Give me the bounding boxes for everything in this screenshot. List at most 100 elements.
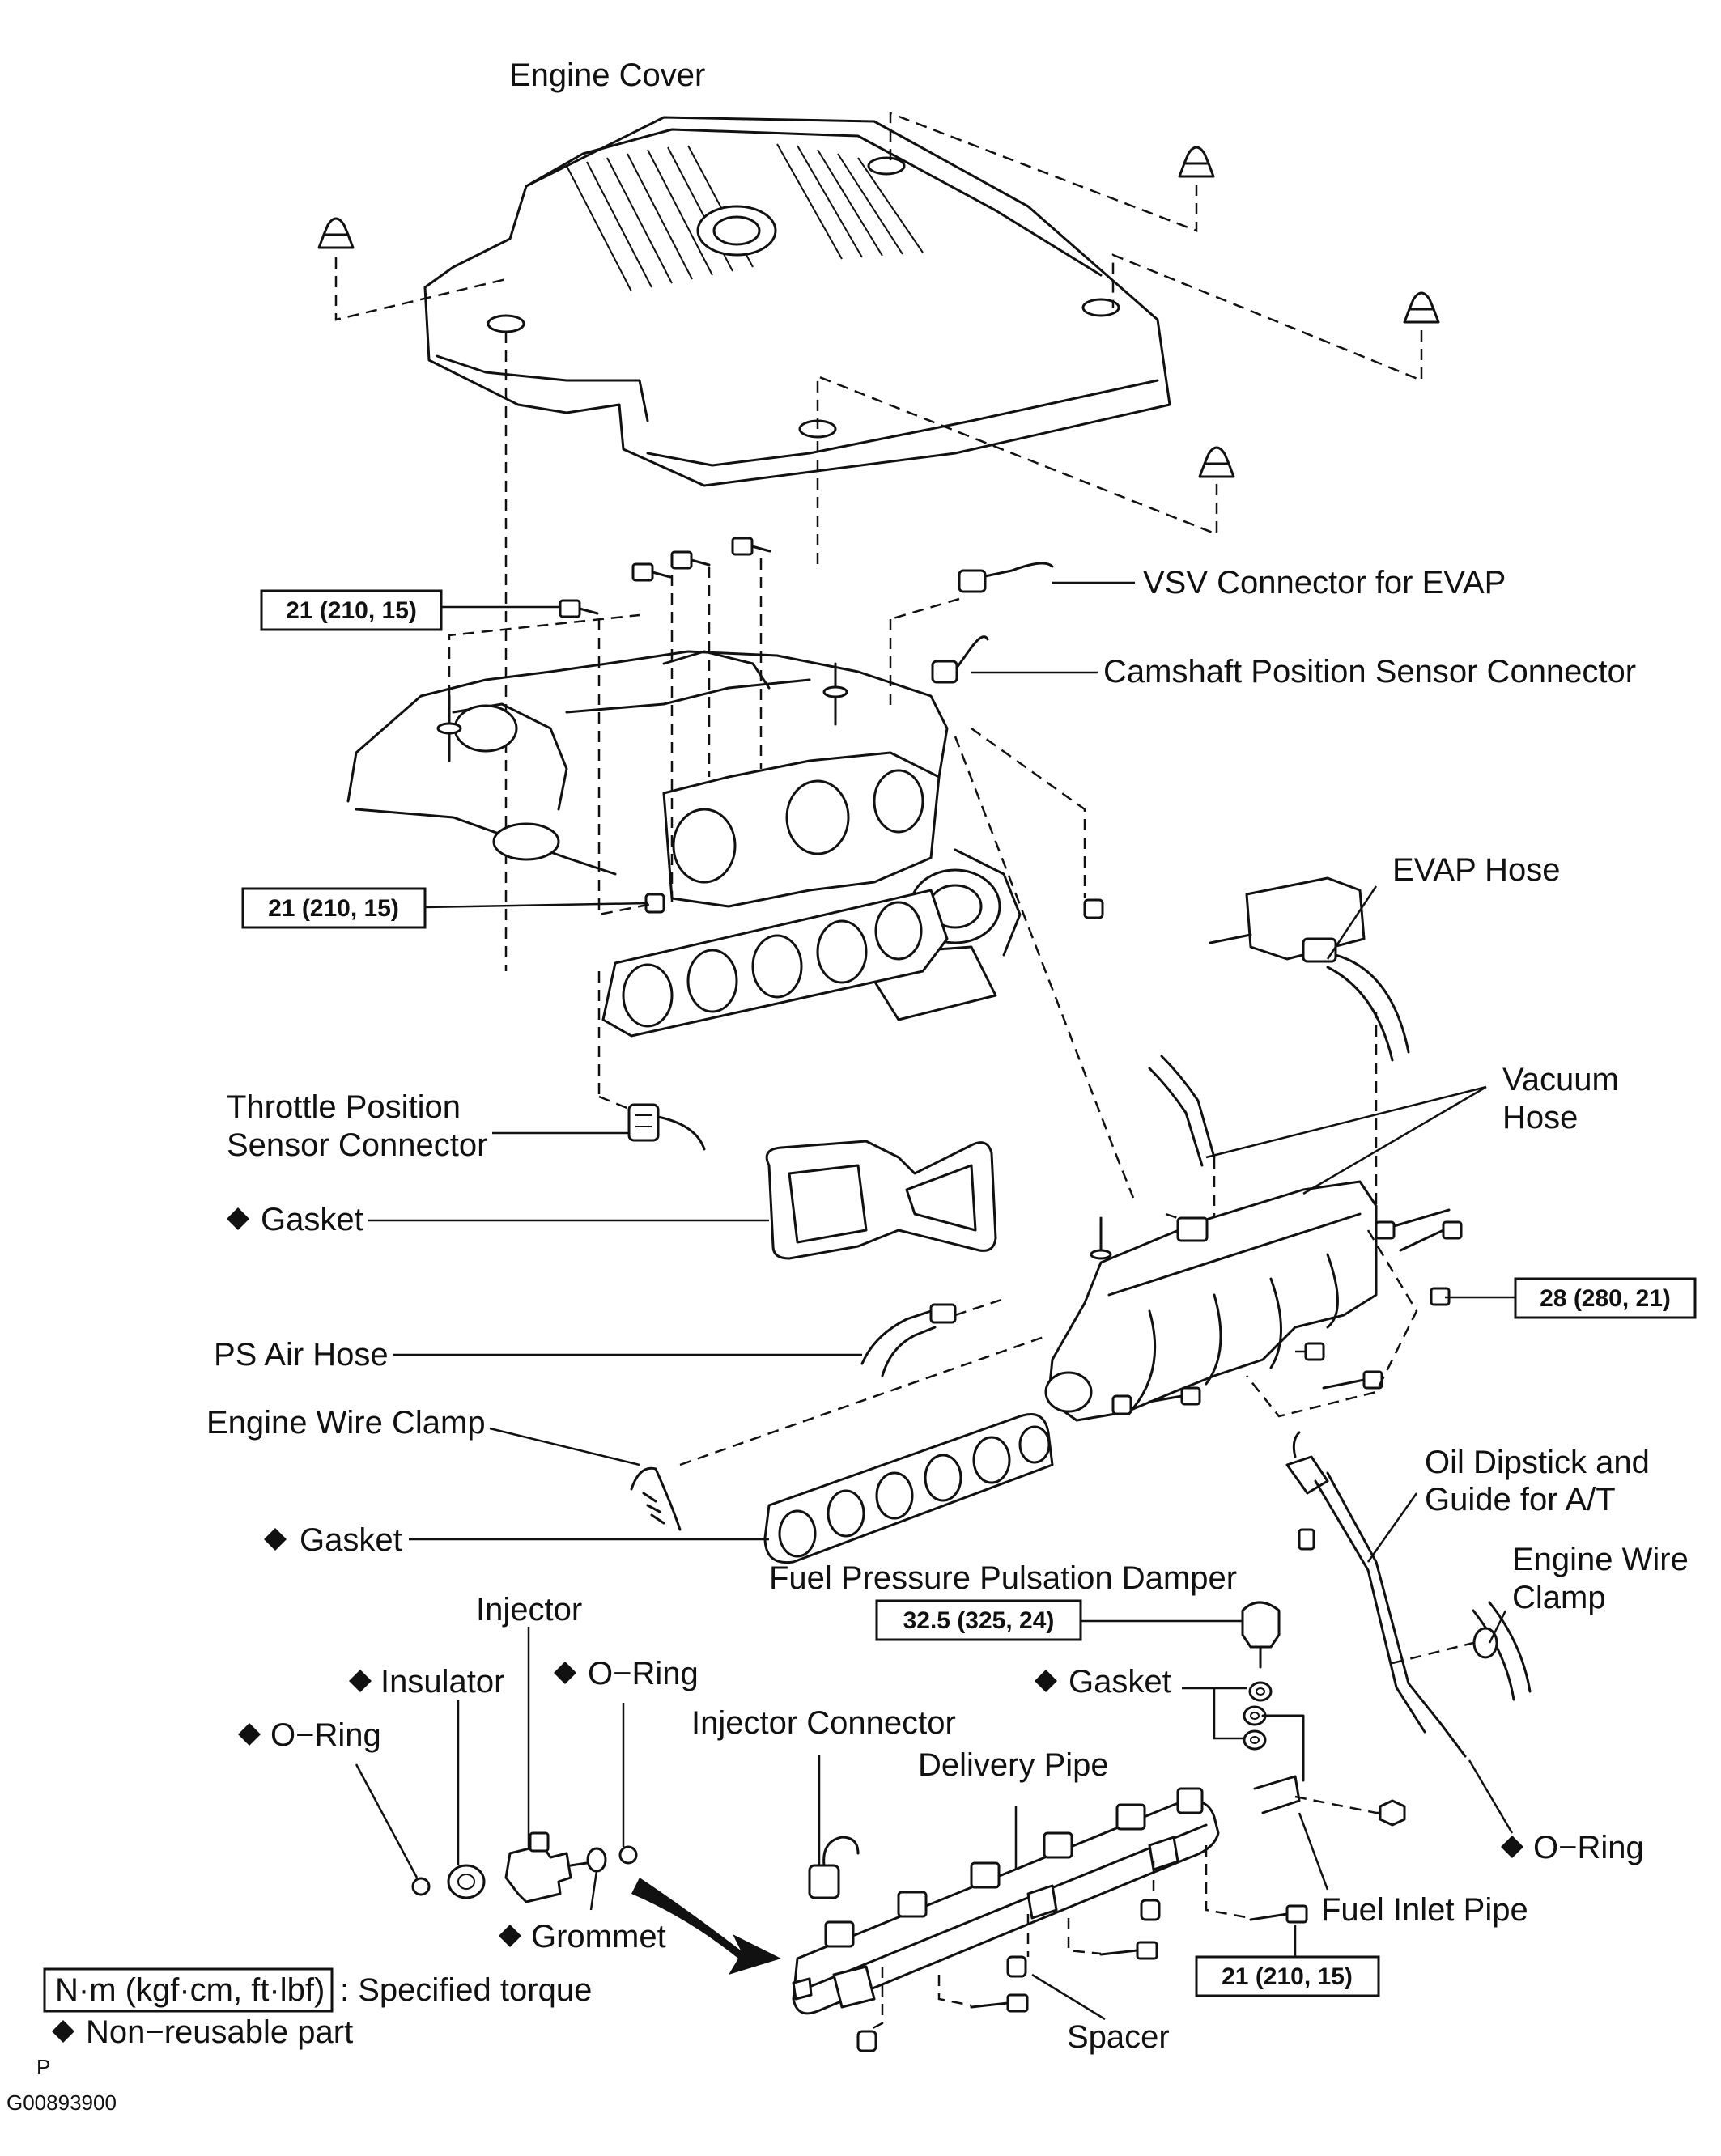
- svg-text:Gasket: Gasket: [300, 1522, 402, 1558]
- gasket-lower-label: Gasket: [1035, 1664, 1171, 1700]
- nut-icon: [1111, 1394, 1132, 1415]
- o-ring-icon: [411, 1877, 431, 1896]
- torque-spec-4: 32.5 (325, 24): [875, 1599, 1082, 1641]
- insulator-label: Insulator: [349, 1664, 504, 1700]
- spacer-icon: [1140, 1899, 1161, 1921]
- gasket-ring-icon: [1243, 1729, 1267, 1751]
- nut-icon: [1083, 898, 1104, 919]
- bolt-icon: [1099, 1941, 1158, 1960]
- engine-cover-part: [423, 116, 1171, 487]
- gasket-ring-icon: [1248, 1681, 1273, 1702]
- fuel-pressure-damper-part: [1241, 1601, 1281, 1669]
- label-fuel-damper: Fuel Pressure Pulsation Damper: [769, 1560, 1237, 1596]
- diamond-icon: [52, 2020, 74, 2043]
- throttle-sensor-connector-part: [598, 1095, 706, 1151]
- label-engine-wire-clamp-right: Engine Wire: [1512, 1542, 1689, 1577]
- gasket-middle-label: Gasket: [264, 1522, 402, 1558]
- injector-connector-part: [808, 1836, 860, 1899]
- bolt-icon: [631, 562, 672, 582]
- diamond-icon: [554, 1662, 576, 1684]
- evap-vsv-part: [1209, 876, 1366, 963]
- gasket-upper-label: Gasket: [227, 1202, 363, 1237]
- bolt-icon: [1148, 1386, 1201, 1406]
- grommet-label: Grommet: [499, 1919, 666, 1954]
- lower-gasket-part: [763, 1413, 1054, 1564]
- label-engine-wire-clamp-left: Engine Wire Clamp: [206, 1405, 486, 1441]
- diamond-icon: [349, 1670, 372, 1692]
- torque-spec-5: 21 (210, 15): [1195, 1955, 1380, 1997]
- upper-gasket-part: [765, 1140, 997, 1260]
- svg-text:Gasket: Gasket: [1069, 1664, 1171, 1700]
- svg-text:Insulator: Insulator: [380, 1664, 504, 1700]
- cover-assembly-lines: [334, 112, 1423, 971]
- label-spacer: Spacer: [1067, 2019, 1170, 2055]
- spacer-icon: [1006, 1955, 1027, 1978]
- evap-hose-part: [1326, 953, 1410, 1062]
- label-delivery-pipe: Delivery Pipe: [918, 1747, 1109, 1783]
- o-ring-left-label: O−Ring: [238, 1717, 381, 1753]
- diamond-icon: [1501, 1836, 1523, 1858]
- svg-text:O−Ring: O−Ring: [1533, 1830, 1644, 1865]
- intake-gasket-part: [601, 889, 949, 1038]
- oil-dipstick-part: [1285, 1431, 1467, 1758]
- cover-nut-icon: [1198, 446, 1235, 478]
- bolt-icon: [970, 1993, 1029, 2013]
- spacer-icon: [856, 2030, 877, 2052]
- bolt-icon: [559, 599, 599, 618]
- legend-nonreusable: Non−reusable part: [86, 2014, 353, 2050]
- o-ring-icon: [618, 1845, 638, 1865]
- svg-text:21 (210, 15): 21 (210, 15): [268, 895, 399, 922]
- label-vacuum-hose: Vacuum: [1502, 1062, 1619, 1097]
- engine-wire-clamp-part: [630, 1334, 1049, 1531]
- torque-spec-2: 21 (210, 15): [241, 887, 427, 929]
- delivery-assembly-lines: [865, 1845, 1251, 2033]
- legend-unit-text: : Specified torque: [340, 1972, 592, 2008]
- legend: N·m (kgf·cm, ft·lbf) : Specified torque …: [6, 1967, 592, 2115]
- label-throttle-sensor-2: Sensor Connector: [227, 1127, 487, 1163]
- vsv-connector-part: [890, 562, 1054, 621]
- svg-text:21 (210, 15): 21 (210, 15): [1222, 1963, 1353, 1990]
- label-evap-hose: EVAP Hose: [1392, 852, 1561, 888]
- stud-icon: [436, 694, 462, 762]
- bolt-icon: [1322, 1370, 1383, 1390]
- label-fuel-inlet-pipe: Fuel Inlet Pipe: [1321, 1892, 1528, 1928]
- camshaft-connector-part: [931, 635, 989, 684]
- svg-text:Gasket: Gasket: [261, 1202, 363, 1237]
- intake-assembly-lines: [448, 558, 1135, 1199]
- diamond-icon: [227, 1207, 249, 1230]
- figure-id: G00893900: [6, 2090, 117, 2115]
- diamond-icon: [238, 1723, 261, 1746]
- label-oil-dipstick-2: Guide for A/T: [1425, 1482, 1616, 1517]
- diamond-icon: [264, 1528, 287, 1551]
- fuel-inlet-pipe-part: [1253, 1714, 1392, 1814]
- svg-text:O−Ring: O−Ring: [588, 1656, 699, 1691]
- svg-text:28 (280, 21): 28 (280, 21): [1540, 1285, 1671, 1312]
- cover-nut-icon: [1403, 291, 1440, 324]
- svg-text:O−Ring: O−Ring: [270, 1717, 381, 1753]
- label-oil-dipstick: Oil Dipstick and: [1425, 1445, 1650, 1480]
- intake-manifold-part: [1044, 1180, 1378, 1422]
- diamond-icon: [1035, 1670, 1057, 1692]
- delivery-pipe-part: [792, 1787, 1220, 2015]
- legend-unit-box: N·m (kgf·cm, ft·lbf): [55, 1972, 325, 2008]
- label-injector-connector: Injector Connector: [691, 1705, 956, 1741]
- curved-arrow-icon: [631, 1878, 781, 1975]
- bolt-icon: [1399, 1220, 1463, 1252]
- label-camshaft-connector: Camshaft Position Sensor Connector: [1103, 654, 1636, 690]
- injector-part: [504, 1831, 589, 1903]
- manifold-assembly-lines: [1246, 1229, 1418, 1418]
- bolt-icon: [670, 550, 711, 570]
- bolt-icon: [731, 537, 771, 556]
- legend-marker: P: [36, 2055, 50, 2079]
- cover-nut-icon: [1178, 146, 1215, 178]
- label-engine-cover: Engine Cover: [509, 57, 705, 93]
- cover-nut-icon: [317, 217, 355, 249]
- torque-spec-1: 21 (210, 15): [260, 589, 443, 631]
- o-ring-right-label: O−Ring: [1501, 1830, 1644, 1865]
- leader-lines: [355, 581, 1515, 2021]
- svg-text:21 (210, 15): 21 (210, 15): [286, 597, 417, 624]
- ps-air-hose-part: [860, 1297, 1005, 1377]
- bolt-icon: [1375, 1208, 1451, 1240]
- label-vsv-connector: VSV Connector for EVAP: [1143, 565, 1506, 601]
